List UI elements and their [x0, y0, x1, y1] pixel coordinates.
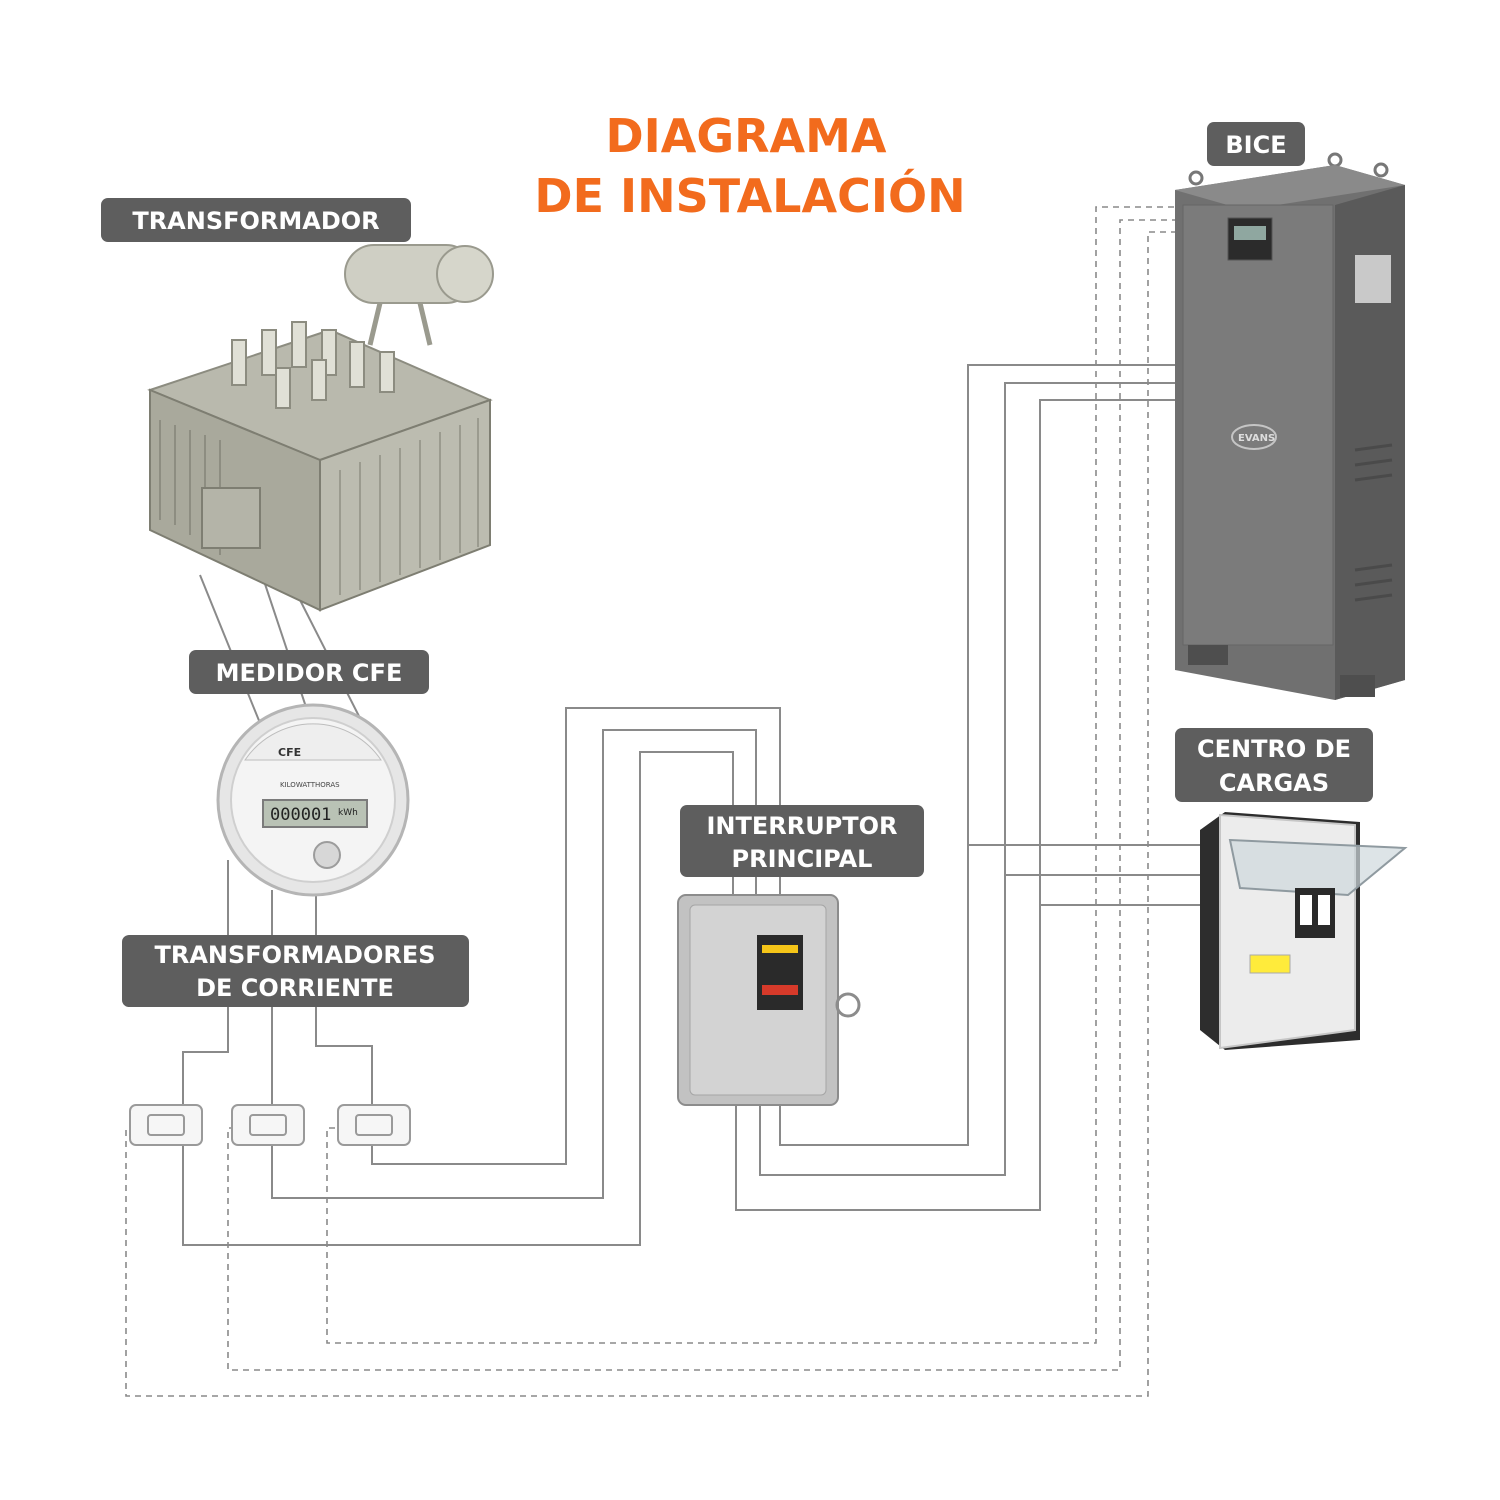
- meter-brand: CFE: [278, 746, 301, 759]
- label-centro-line2: CARGAS: [1219, 769, 1329, 797]
- title-line-1: DIAGRAMA: [605, 109, 886, 163]
- main-breaker-illustration: [677, 894, 861, 1106]
- wire-breaker-bice-3: [735, 399, 1180, 1211]
- ct-1: [129, 1104, 203, 1146]
- label-bice-text: BICE: [1225, 131, 1286, 159]
- label-tc-line2: DE CORRIENTE: [196, 974, 394, 1002]
- wire-breaker-bice-1: [779, 364, 1180, 1146]
- current-transformers: [129, 1104, 411, 1146]
- label-interruptor-principal: INTERRUPTOR PRINCIPAL: [680, 805, 924, 877]
- meter-unit: kWh: [338, 808, 358, 818]
- transformer-illustration: [147, 244, 494, 612]
- ct-3: [337, 1104, 411, 1146]
- cabinet-brand: EVANS: [1238, 433, 1275, 444]
- label-bice: BICE: [1207, 122, 1305, 166]
- wire-ct3-breaker: [371, 707, 781, 1165]
- label-tc-line1: TRANSFORMADORES: [154, 941, 435, 969]
- load-center-illustration: [1200, 812, 1408, 1050]
- meter-illustration: CFE KILOWATTHORAS 000001 kWh: [216, 703, 410, 897]
- label-transformador-text: TRANSFORMADOR: [132, 207, 379, 235]
- label-interruptor-line2: PRINCIPAL: [732, 845, 873, 873]
- label-centro-cargas: CENTRO DE CARGAS: [1175, 728, 1373, 802]
- label-transformador: TRANSFORMADOR: [101, 198, 411, 242]
- signal-wire-ct3: [326, 206, 1180, 1344]
- signal-wires: [125, 206, 1180, 1397]
- signal-wire-ct2: [227, 219, 1180, 1371]
- diagram-title: DIAGRAMA DE INSTALACIÓN: [534, 109, 965, 223]
- label-centro-line1: CENTRO DE: [1197, 735, 1351, 763]
- meter-reading: 000001: [270, 805, 331, 825]
- wire-ct2-breaker: [271, 729, 757, 1199]
- title-line-2: DE INSTALACIÓN: [534, 169, 965, 223]
- wire-breaker-bice-2: [759, 382, 1180, 1176]
- signal-wire-ct1: [125, 231, 1180, 1397]
- label-medidor: MEDIDOR CFE: [189, 650, 429, 694]
- bice-cabinet-illustration: EVANS: [1175, 152, 1405, 700]
- ct-2: [231, 1104, 305, 1146]
- label-interruptor-line1: INTERRUPTOR: [706, 812, 897, 840]
- wire-ct1-breaker: [182, 751, 734, 1246]
- label-transformadores-corriente: TRANSFORMADORES DE CORRIENTE: [122, 935, 469, 1007]
- label-medidor-text: MEDIDOR CFE: [216, 659, 403, 687]
- meter-caption: KILOWATTHORAS: [280, 781, 340, 789]
